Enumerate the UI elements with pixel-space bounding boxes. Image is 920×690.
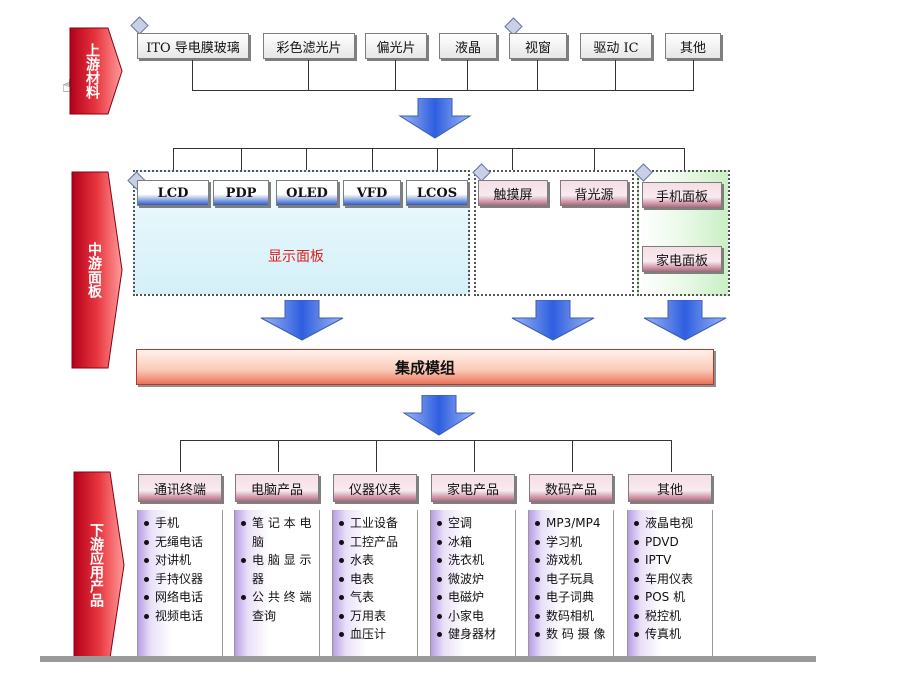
category-header-instruments: 仪器仪表 xyxy=(333,474,417,502)
selection-handle-icon xyxy=(130,16,149,35)
list-item: 血压计 xyxy=(339,625,411,644)
list-item: 器 xyxy=(252,571,265,586)
list-item: 公 共 终 端 xyxy=(241,588,313,607)
downstream-stage-label: 下游应用产品 xyxy=(88,523,104,607)
list-item: 视频电话 xyxy=(144,607,216,626)
list-item: 脑 xyxy=(252,534,265,549)
display-type-pdp: PDP xyxy=(213,180,269,206)
list-item: 手持仪器 xyxy=(144,570,216,589)
category-header-communication: 通讯终端 xyxy=(138,474,222,502)
display-type-oled: OLED xyxy=(276,180,338,206)
list-item: 水表 xyxy=(339,551,411,570)
list-item: 笔 记 本 电 xyxy=(241,514,313,533)
list-item: PDVD xyxy=(634,533,706,552)
integrated-module-bar: 集成模组 xyxy=(136,349,714,385)
list-item: 学习机 xyxy=(535,533,607,552)
list-item: 万用表 xyxy=(339,607,411,626)
list-item: MP3/MP4 xyxy=(535,514,607,533)
list-item: 电 脑 显 示 xyxy=(241,551,313,570)
list-item: 气表 xyxy=(339,588,411,607)
category-list-instruments: 工业设备 工控产品 水表 电表 气表 万用表 血压计 xyxy=(332,510,418,656)
list-item: 小家电 xyxy=(437,607,509,626)
upstream-item-window: 视窗 xyxy=(509,33,567,59)
down-arrow-icon xyxy=(511,300,595,341)
category-list-other: 液晶电视 PDVD IPTV 车用仪表 POS 机 税控机 传真机 xyxy=(627,510,713,656)
list-item: 洗衣机 xyxy=(437,551,509,570)
list-item: 网络电话 xyxy=(144,588,216,607)
down-arrow-icon xyxy=(402,395,476,436)
upstream-item-driver-ic: 驱动 IC xyxy=(580,33,652,59)
list-item: IPTV xyxy=(634,551,706,570)
list-item: 空调 xyxy=(437,514,509,533)
upstream-item-other: 其他 xyxy=(665,33,721,59)
list-item: 冰箱 xyxy=(437,533,509,552)
list-item: 液晶电视 xyxy=(634,514,706,533)
list-item: 电子词典 xyxy=(535,588,607,607)
list-item: 车用仪表 xyxy=(634,570,706,589)
midstream-item-appliance-panel: 家电面板 xyxy=(642,246,722,272)
list-item: 工业设备 xyxy=(339,514,411,533)
integrated-module-label: 集成模组 xyxy=(394,358,455,377)
list-item: 健身器材 xyxy=(437,625,509,644)
down-arrow-icon xyxy=(260,300,344,341)
display-panel-label: 显示面板 xyxy=(268,249,324,265)
display-type-vfd: VFD xyxy=(343,180,401,206)
midstream-item-phone-panel: 手机面板 xyxy=(642,182,722,208)
list-item: 工控产品 xyxy=(339,533,411,552)
list-item: 手机 xyxy=(144,514,216,533)
category-list-communication: 手机 无绳电话 对讲机 手持仪器 网络电话 视频电话 xyxy=(137,510,223,656)
list-item: 微波炉 xyxy=(437,570,509,589)
list-item: 税控机 xyxy=(634,607,706,626)
list-item: 对讲机 xyxy=(144,551,216,570)
category-list-appliances: 空调 冰箱 洗衣机 微波炉 电磁炉 小家电 健身器材 xyxy=(430,510,516,656)
category-list-computer: 笔 记 本 电 脑 电 脑 显 示 器 公 共 终 端 查询 xyxy=(234,510,320,656)
list-item: 传真机 xyxy=(634,625,706,644)
list-item: POS 机 xyxy=(634,588,706,607)
display-type-lcd: LCD xyxy=(137,180,209,206)
list-item: 游戏机 xyxy=(535,551,607,570)
category-header-appliances: 家电产品 xyxy=(431,474,515,502)
upstream-item-liquid-crystal: 液晶 xyxy=(439,33,497,59)
list-item: 电子玩具 xyxy=(535,570,607,589)
category-header-digital: 数码产品 xyxy=(529,474,613,502)
bottom-edge-bar xyxy=(40,656,816,662)
midstream-stage-label: 中游面板 xyxy=(86,242,102,298)
upstream-stage-label: 上游材料 xyxy=(84,43,100,99)
upstream-item-color-filter: 彩色滤光片 xyxy=(263,33,355,59)
list-item: 查询 xyxy=(252,608,277,623)
category-header-other: 其他 xyxy=(628,474,712,502)
category-header-computer: 电脑产品 xyxy=(235,474,319,502)
list-item: 数码相机 xyxy=(535,607,607,626)
display-type-lcos: LCOS xyxy=(406,180,468,206)
category-list-digital: MP3/MP4 学习机 游戏机 电子玩具 电子词典 数码相机 数 码 摄 像 xyxy=(528,510,614,656)
midstream-item-touchscreen: 触摸屏 xyxy=(478,180,548,206)
upstream-item-ito: ITO 导电膜玻璃 xyxy=(137,33,249,59)
down-arrow-icon xyxy=(643,300,727,341)
list-item: 电磁炉 xyxy=(437,588,509,607)
list-item: 电表 xyxy=(339,570,411,589)
list-item: 无绳电话 xyxy=(144,533,216,552)
down-arrow-icon xyxy=(398,98,472,139)
list-item: 数 码 摄 像 xyxy=(535,625,607,644)
cursor-icon: ☝ xyxy=(62,76,73,97)
upstream-item-polarizer: 偏光片 xyxy=(365,33,427,59)
midstream-item-backlight: 背光源 xyxy=(560,180,628,206)
